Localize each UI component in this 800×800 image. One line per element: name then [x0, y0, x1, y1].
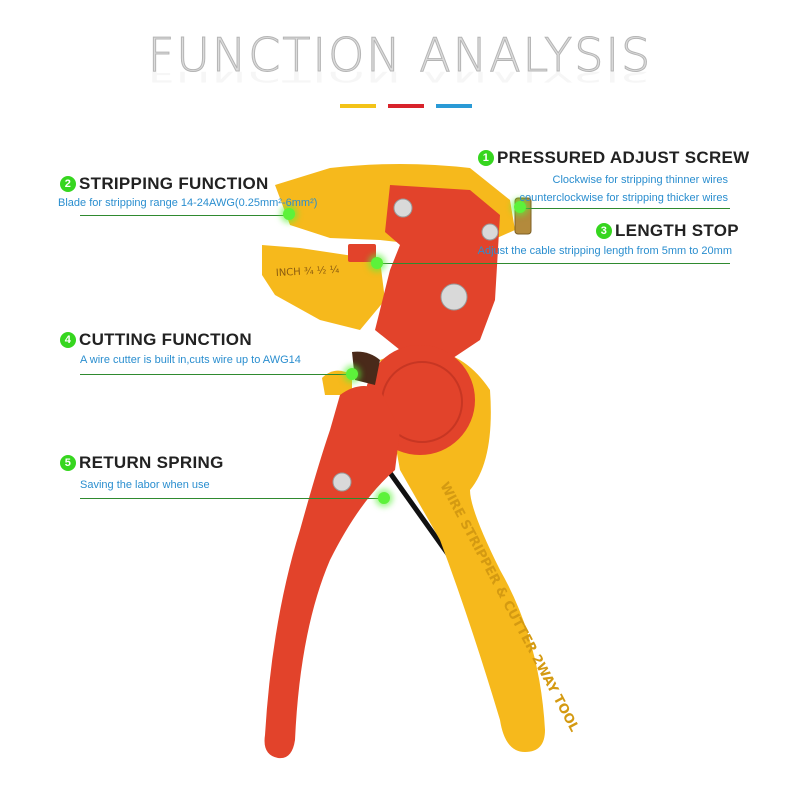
callout-line-3 — [378, 263, 730, 264]
feature-5-title: 5 RETURN SPRING — [60, 453, 224, 473]
marker-dot-3 — [371, 257, 383, 269]
feature-2-desc-1: Blade for stripping range 14-24AWG(0.25m… — [58, 197, 318, 209]
callout-line-5 — [80, 498, 384, 499]
feature-4-desc-1: A wire cutter is built in,cuts wire up t… — [80, 354, 301, 366]
feature-1-number: 1 — [478, 150, 494, 166]
accent-bars — [340, 104, 472, 108]
feature-3-title: 3 LENGTH STOP — [596, 221, 739, 241]
callout-line-4 — [80, 374, 352, 375]
upper-body-red — [375, 185, 500, 360]
feature-5: 5 RETURN SPRING — [60, 453, 224, 473]
rivet-right — [481, 223, 499, 241]
marker-dot-1 — [514, 201, 526, 213]
feature-4-heading: CUTTING FUNCTION — [79, 330, 252, 349]
feature-5-number: 5 — [60, 455, 76, 471]
callout-line-1 — [520, 208, 730, 209]
length-stop-slider — [348, 244, 376, 262]
accent-bar-red — [388, 104, 424, 108]
feature-4-number: 4 — [60, 332, 76, 348]
cutter-gap — [352, 351, 380, 385]
rivet-handle — [332, 472, 352, 492]
feature-3-number: 3 — [596, 223, 612, 239]
feature-1-heading: PRESSURED ADJUST SCREW — [497, 148, 750, 167]
feature-3-desc-1: Adjust the cable stripping length from 5… — [477, 245, 732, 257]
feature-5-desc-1: Saving the labor when use — [80, 479, 210, 491]
page-title: FUNCTION ANALYSIS — [147, 28, 653, 82]
accent-bar-yellow — [340, 104, 376, 108]
feature-1: 1 PRESSURED ADJUST SCREW — [478, 148, 750, 168]
feature-2-heading: STRIPPING FUNCTION — [79, 174, 269, 193]
feature-2-number: 2 — [60, 176, 76, 192]
feature-4: 4 CUTTING FUNCTION — [60, 330, 252, 350]
marker-dot-4 — [346, 368, 358, 380]
feature-3: 3 LENGTH STOP — [596, 221, 739, 241]
marker-dot-2 — [283, 208, 295, 220]
marker-dot-5 — [378, 492, 390, 504]
red-handle — [264, 386, 400, 759]
feature-1-desc-1: Clockwise for stripping thinner wires — [552, 174, 728, 186]
feature-1-desc-2: counterclockwise for stripping thicker w… — [519, 192, 728, 204]
cutter-hook-yellow — [322, 370, 352, 395]
callout-line-2 — [80, 215, 290, 216]
accent-bar-blue — [436, 104, 472, 108]
jaw-scale-text: INCH ¾ ½ ¼ — [276, 264, 340, 279]
feature-4-title: 4 CUTTING FUNCTION — [60, 330, 252, 350]
feature-3-heading: LENGTH STOP — [615, 221, 739, 240]
feature-1-title: 1 PRESSURED ADJUST SCREW — [478, 148, 750, 168]
feature-2-title: 2 STRIPPING FUNCTION — [60, 174, 269, 194]
rivet-center — [440, 283, 468, 311]
feature-2: 2 STRIPPING FUNCTION — [60, 174, 269, 194]
title-block: FUNCTION ANALYSIS FUNCTION ANALYSIS — [0, 30, 800, 112]
feature-5-heading: RETURN SPRING — [79, 453, 224, 472]
rivet-top — [393, 198, 413, 218]
lower-jaw-yellow — [262, 245, 385, 330]
